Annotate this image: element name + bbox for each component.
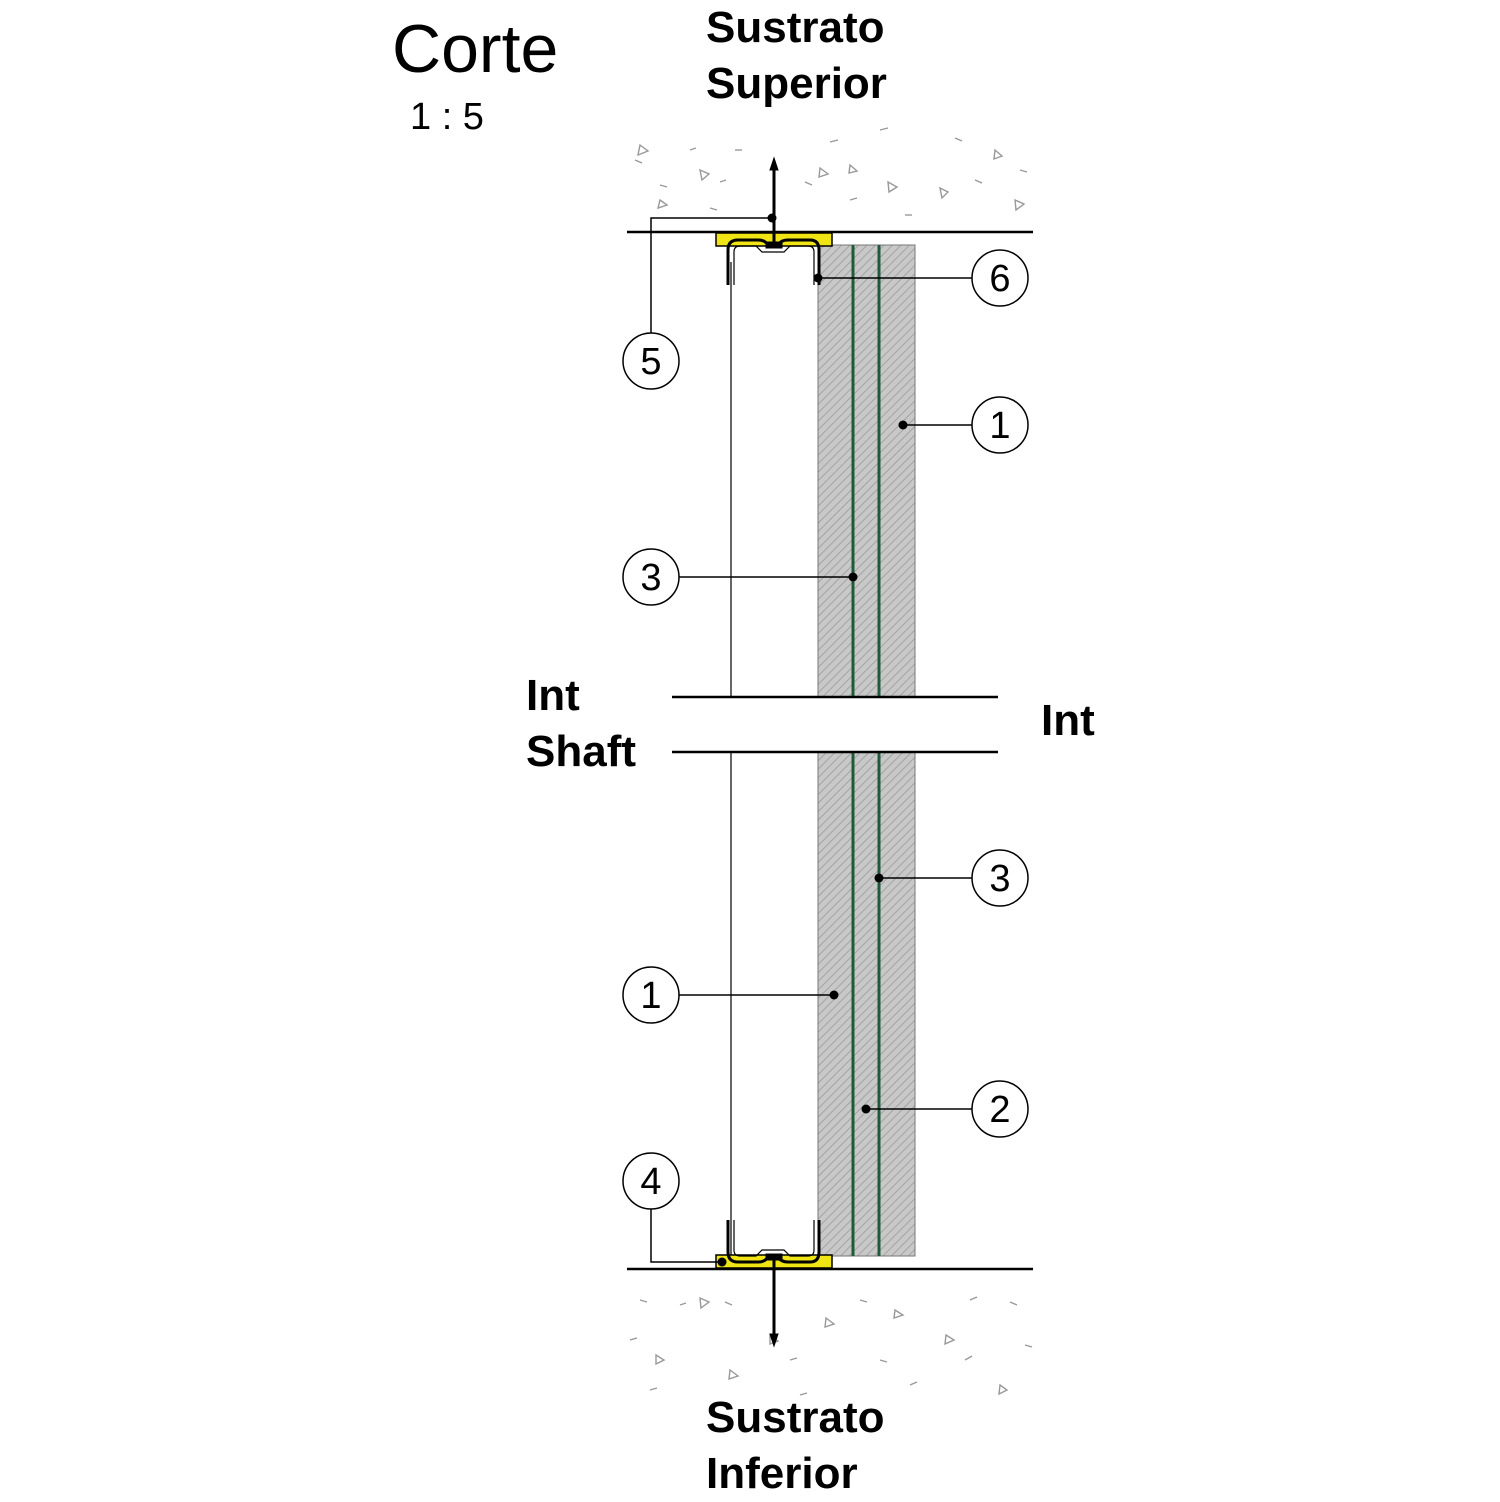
left-side-line2: Shaft — [526, 727, 636, 776]
callout-6-text: 6 — [989, 258, 1010, 300]
callout-1-left-text: 1 — [640, 975, 661, 1017]
top-fastener — [765, 156, 783, 249]
callout-1-left: 1 — [622, 966, 839, 1024]
drawing-title: Corte — [392, 11, 559, 87]
callout-3-right: 3 — [874, 849, 1029, 907]
callout-5: 5 — [622, 213, 777, 390]
left-side-line1: Int — [526, 671, 580, 720]
bottom-fastener — [765, 1253, 783, 1348]
top-substrate-line2: Superior — [706, 59, 887, 108]
break-gap — [700, 699, 950, 750]
callout-3-left-text: 3 — [640, 557, 661, 599]
top-concrete-substrate — [634, 127, 1028, 216]
top-substrate-line1: Sustrato — [706, 3, 885, 52]
drawing-scale: 1 : 5 — [410, 96, 484, 138]
callout-4-text: 4 — [640, 1161, 661, 1203]
callout-2: 2 — [861, 1080, 1029, 1138]
left-side-label: Int Shaft — [526, 668, 636, 780]
callout-1-top: 1 — [898, 396, 1029, 454]
top-substrate-label: Sustrato Superior — [706, 0, 887, 112]
callout-1-top-text: 1 — [989, 405, 1010, 447]
callout-3-left: 3 — [622, 548, 858, 606]
callout-5-text: 5 — [640, 341, 661, 383]
bottom-substrate-label: Sustrato Inferior — [706, 1390, 884, 1502]
right-side-label: Int — [1041, 696, 1095, 745]
bottom-substrate-line2: Inferior — [706, 1449, 858, 1498]
board-layer-lower — [817, 751, 916, 1257]
bottom-concrete-substrate — [629, 1296, 1033, 1396]
callout-2-text: 2 — [989, 1089, 1010, 1131]
callout-4: 4 — [622, 1152, 727, 1267]
callout-3-right-text: 3 — [989, 858, 1010, 900]
board-layer-upper — [817, 244, 916, 698]
green-layer-lines — [851, 245, 881, 1256]
bottom-substrate-line1: Sustrato — [706, 1393, 885, 1442]
callout-6: 6 — [813, 249, 1029, 307]
